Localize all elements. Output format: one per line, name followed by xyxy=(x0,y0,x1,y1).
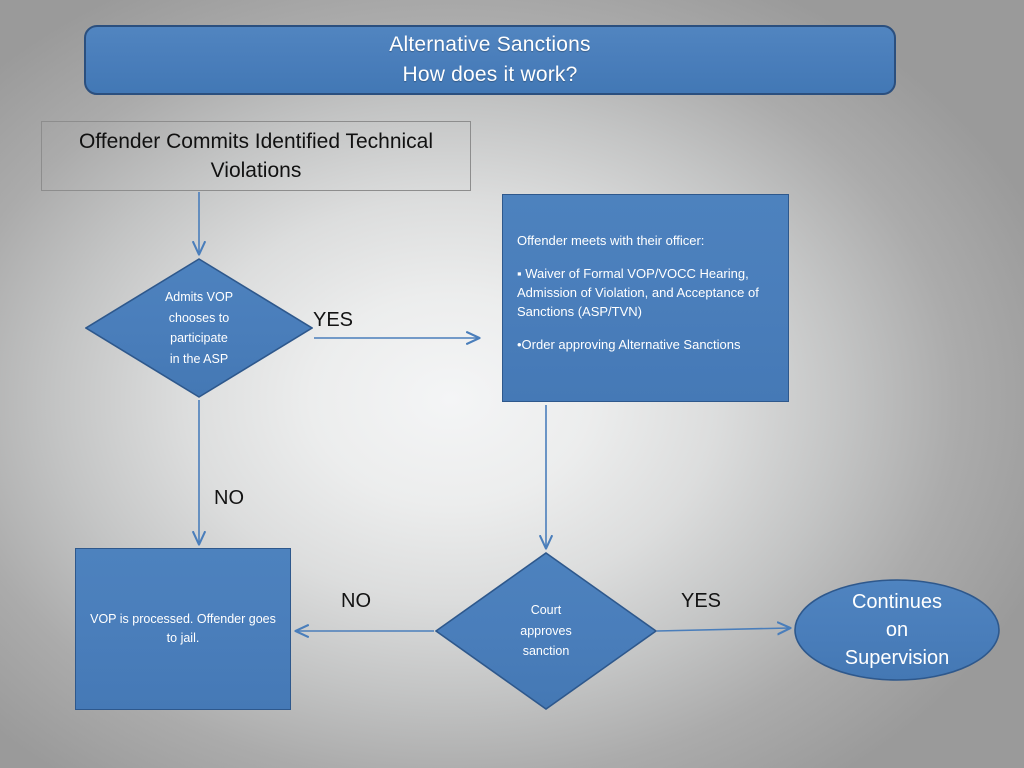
edge-label-admits-no: NO xyxy=(214,487,244,509)
node-start-box-label: Offender Commits Identified Technical Vi… xyxy=(78,130,434,182)
diamond-shape xyxy=(85,258,313,398)
node-decision-court-approves: Court approves sanction xyxy=(435,552,657,710)
ellipse-shape xyxy=(794,579,1000,681)
edge-label-court-yes: YES xyxy=(681,590,722,612)
node-process-officer-meeting: Offender meets with their officer: ▪ Wai… xyxy=(502,194,789,402)
node-start-box: Offender Commits Identified Technical Vi… xyxy=(41,121,471,191)
header-title-line-1: Alternative Sanctions xyxy=(389,33,591,56)
edge-label-court-no: NO xyxy=(341,590,371,612)
diamond-shape xyxy=(435,552,657,710)
process-officer-paragraph-2: ▪ Waiver of Formal VOP/VOCC Hearing, Adm… xyxy=(517,266,759,319)
process-officer-paragraph-3: •Order approving Alternative Sanctions xyxy=(517,337,741,352)
edge-court-yes xyxy=(656,628,790,631)
header-banner: Alternative Sanctions How does it work? xyxy=(84,25,896,95)
edge-label-admits-yes: YES xyxy=(313,309,354,331)
process-officer-paragraph-1: Offender meets with their officer: xyxy=(517,233,705,248)
node-terminal-supervision: Continues on Supervision xyxy=(793,578,1001,682)
header-title-line-2: How does it work? xyxy=(402,63,578,86)
node-decision-admits-vop: Admits VOP chooses to participate in the… xyxy=(85,258,313,398)
node-terminal-jail: VOP is processed. Offender goes to jail. xyxy=(75,548,291,710)
node-terminal-jail-label: VOP is processed. Offender goes to jail. xyxy=(90,612,276,645)
